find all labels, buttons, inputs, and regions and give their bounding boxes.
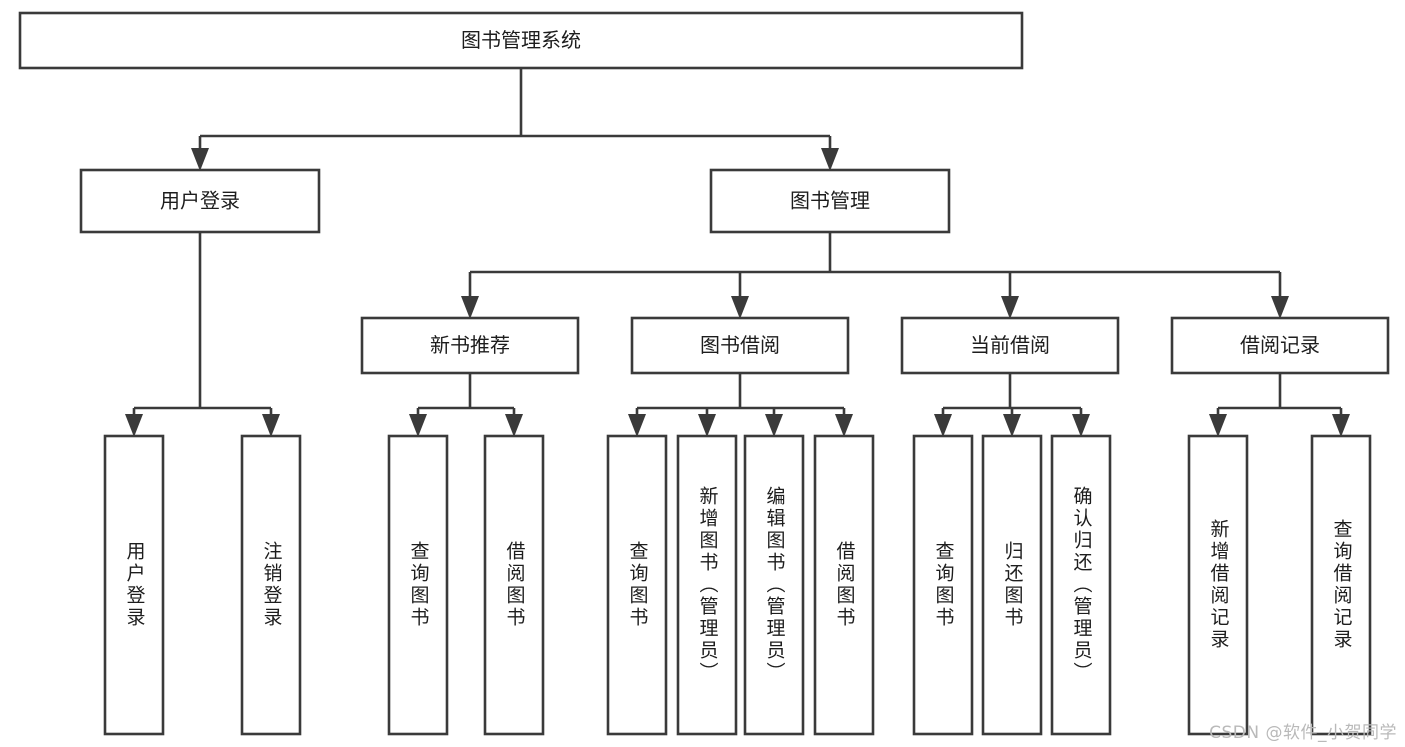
arrow-head-icon bbox=[835, 414, 853, 437]
node-label-root: 图书管理系统 bbox=[461, 28, 581, 52]
node-l2_0[interactable] bbox=[360, 316, 580, 375]
node-label-l2_0: 新书推荐 bbox=[430, 333, 510, 357]
arrow-head-icon bbox=[1003, 414, 1021, 437]
node-l2_1[interactable] bbox=[630, 316, 850, 375]
arrow-head-icon bbox=[191, 148, 209, 171]
arrow-head-icon bbox=[731, 296, 749, 319]
node-leaf_12[interactable] bbox=[1310, 434, 1372, 736]
arrow-head-icon bbox=[821, 148, 839, 171]
node-leaf_10[interactable] bbox=[1050, 434, 1112, 736]
node-leaf_1[interactable] bbox=[240, 434, 302, 736]
node-leaf_4[interactable] bbox=[606, 434, 668, 736]
node-leaf_7[interactable] bbox=[813, 434, 875, 736]
arrow-head-icon bbox=[505, 414, 523, 437]
node-label-l2_1: 图书借阅 bbox=[700, 333, 780, 357]
arrow-head-icon bbox=[125, 414, 143, 437]
node-l2_3[interactable] bbox=[1170, 316, 1390, 375]
arrow-head-icon bbox=[1271, 296, 1289, 319]
arrow-head-icon bbox=[1001, 296, 1019, 319]
node-root[interactable] bbox=[18, 11, 1024, 70]
node-label-l1_1: 图书管理 bbox=[790, 189, 870, 213]
arrow-head-icon bbox=[628, 414, 646, 437]
arrow-head-icon bbox=[765, 414, 783, 437]
arrow-head-icon bbox=[409, 414, 427, 437]
node-leaf_3[interactable] bbox=[483, 434, 545, 736]
arrow-head-icon bbox=[1332, 414, 1350, 437]
node-leaf_0[interactable] bbox=[103, 434, 165, 736]
arrow-head-icon bbox=[934, 414, 952, 437]
watermark-text: CSDN @软件_小贺同学 bbox=[1209, 723, 1397, 743]
arrow-head-icon bbox=[1209, 414, 1227, 437]
node-l1_0[interactable] bbox=[79, 168, 321, 234]
arrow-head-icon bbox=[461, 296, 479, 319]
node-leaf_9[interactable] bbox=[981, 434, 1043, 736]
node-l1_1[interactable] bbox=[709, 168, 951, 234]
arrow-head-icon bbox=[698, 414, 716, 437]
node-label-l2_2: 当前借阅 bbox=[970, 333, 1050, 357]
node-leaf_2[interactable] bbox=[387, 434, 449, 736]
node-leaf_6[interactable] bbox=[743, 434, 805, 736]
arrow-head-icon bbox=[1072, 414, 1090, 437]
node-leaf_8[interactable] bbox=[912, 434, 974, 736]
node-label-l1_0: 用户登录 bbox=[160, 189, 240, 213]
connector-layer bbox=[125, 68, 1350, 437]
node-leaf_11[interactable] bbox=[1187, 434, 1249, 736]
node-l2_2[interactable] bbox=[900, 316, 1120, 375]
node-leaf_5[interactable] bbox=[676, 434, 738, 736]
arrow-head-icon bbox=[262, 414, 280, 437]
node-label-l2_3: 借阅记录 bbox=[1240, 333, 1320, 357]
